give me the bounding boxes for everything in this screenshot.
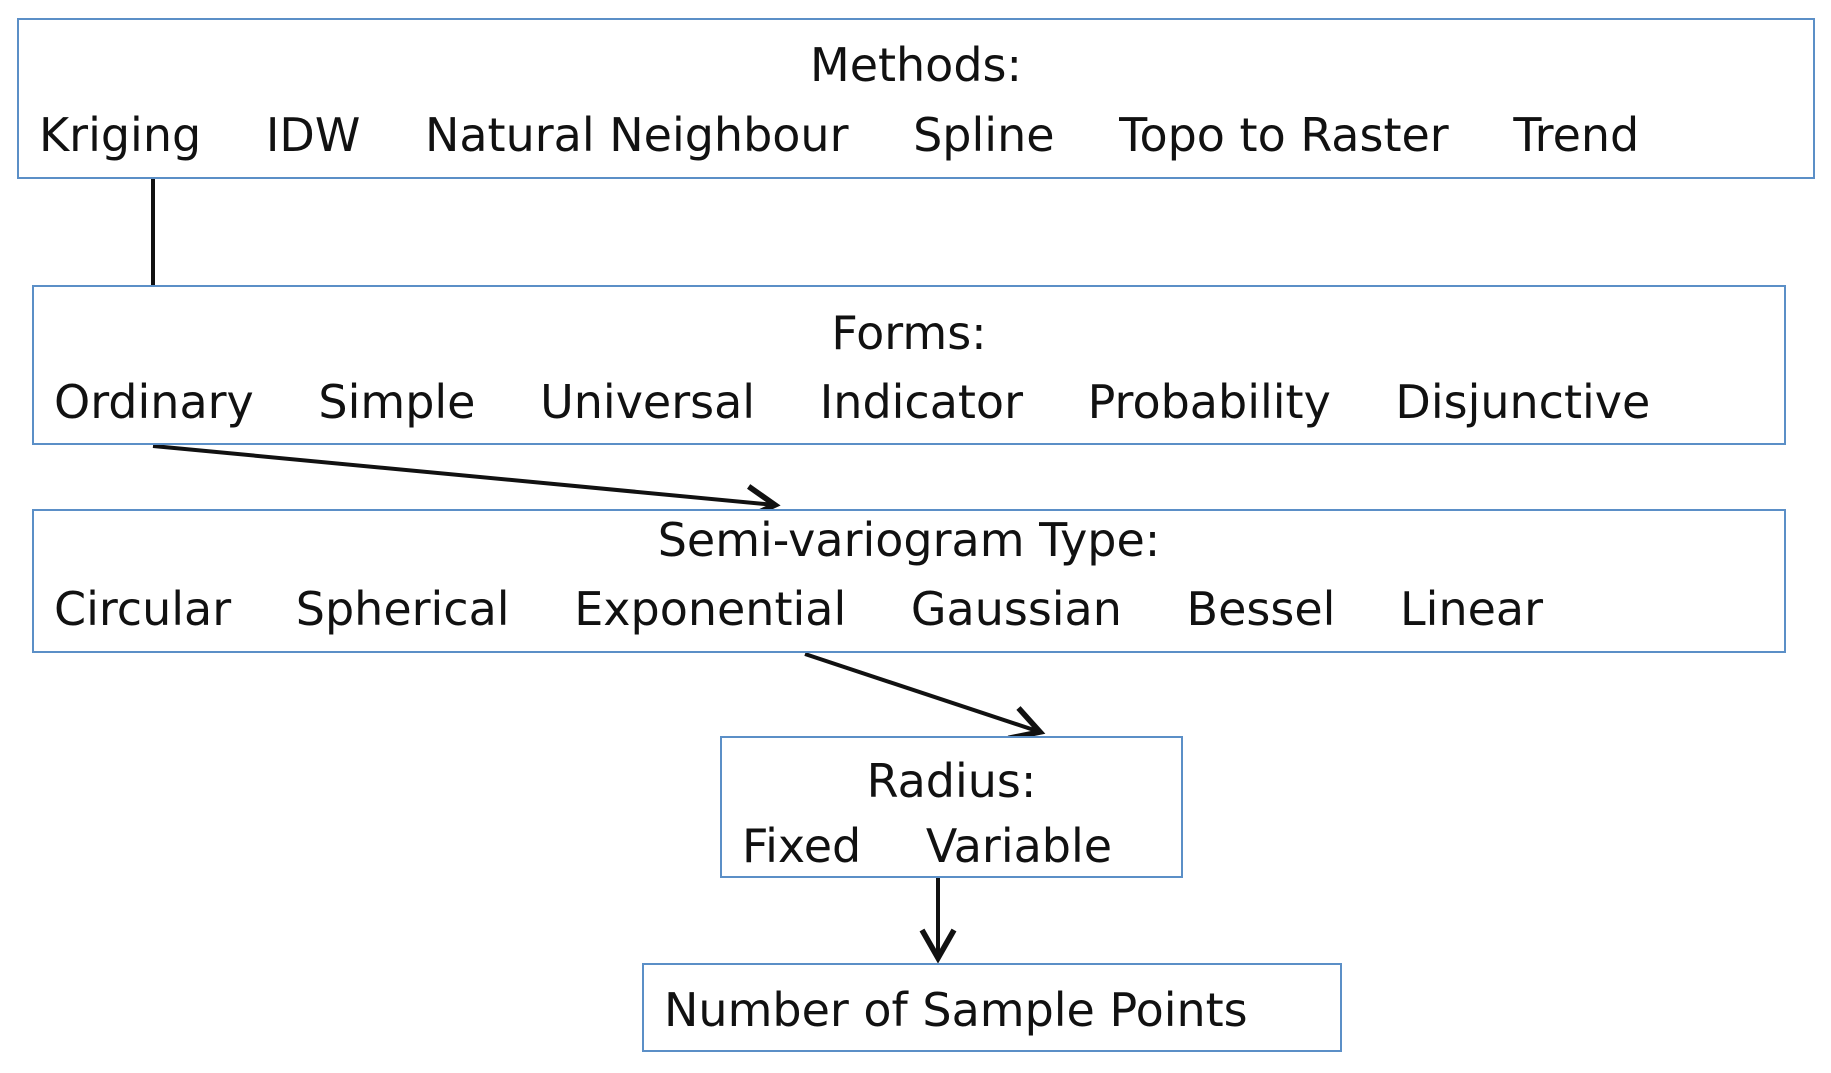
methods-title: Methods: [810,38,1022,92]
form-simple: Simple [318,375,476,429]
semivariogram-box: Semi-variogram Type: Circular Spherical … [32,509,1786,653]
radius-title: Radius: [866,754,1037,808]
form-probability: Probability [1087,375,1331,429]
method-topo-to-raster: Topo to Raster [1119,108,1449,162]
form-ordinary: Ordinary [54,375,254,429]
radius-box: Radius: Fixed Variable [720,736,1183,878]
forms-items: Ordinary Simple Universal Indicator Prob… [54,379,1650,425]
forms-title: Forms: [831,306,987,360]
sample-points-box: Number of Sample Points [642,963,1342,1052]
form-universal: Universal [540,375,756,429]
method-natural-neighbour: Natural Neighbour [424,108,849,162]
radius-variable: Variable [925,819,1113,873]
semivariogram-exponential: Exponential [574,582,847,636]
semivariogram-circular: Circular [54,582,232,636]
radius-fixed: Fixed [742,819,862,873]
semivariogram-bessel: Bessel [1186,582,1336,636]
method-idw: IDW [265,108,361,162]
method-spline: Spline [913,108,1055,162]
semivariogram-title: Semi-variogram Type: [657,513,1161,567]
semivariogram-linear: Linear [1400,582,1543,636]
semivariogram-items: Circular Spherical Exponential Gaussian … [54,586,1543,632]
semivariogram-spherical: Spherical [295,582,510,636]
sample-points-label: Number of Sample Points [664,983,1248,1037]
method-trend: Trend [1513,108,1640,162]
methods-items: Kriging IDW Natural Neighbour Spline Top… [39,112,1639,158]
methods-box: Methods: Kriging IDW Natural Neighbour S… [17,18,1815,179]
arrow-semivariogram-to-radius [804,652,1046,742]
form-indicator: Indicator [819,375,1023,429]
forms-box: Forms: Ordinary Simple Universal Indicat… [32,285,1786,445]
semivariogram-gaussian: Gaussian [910,582,1122,636]
radius-items: Fixed Variable [742,823,1112,869]
method-kriging: Kriging [39,108,202,162]
form-disjunctive: Disjunctive [1395,375,1651,429]
arrow-ordinary-to-semivariogram [152,444,781,521]
